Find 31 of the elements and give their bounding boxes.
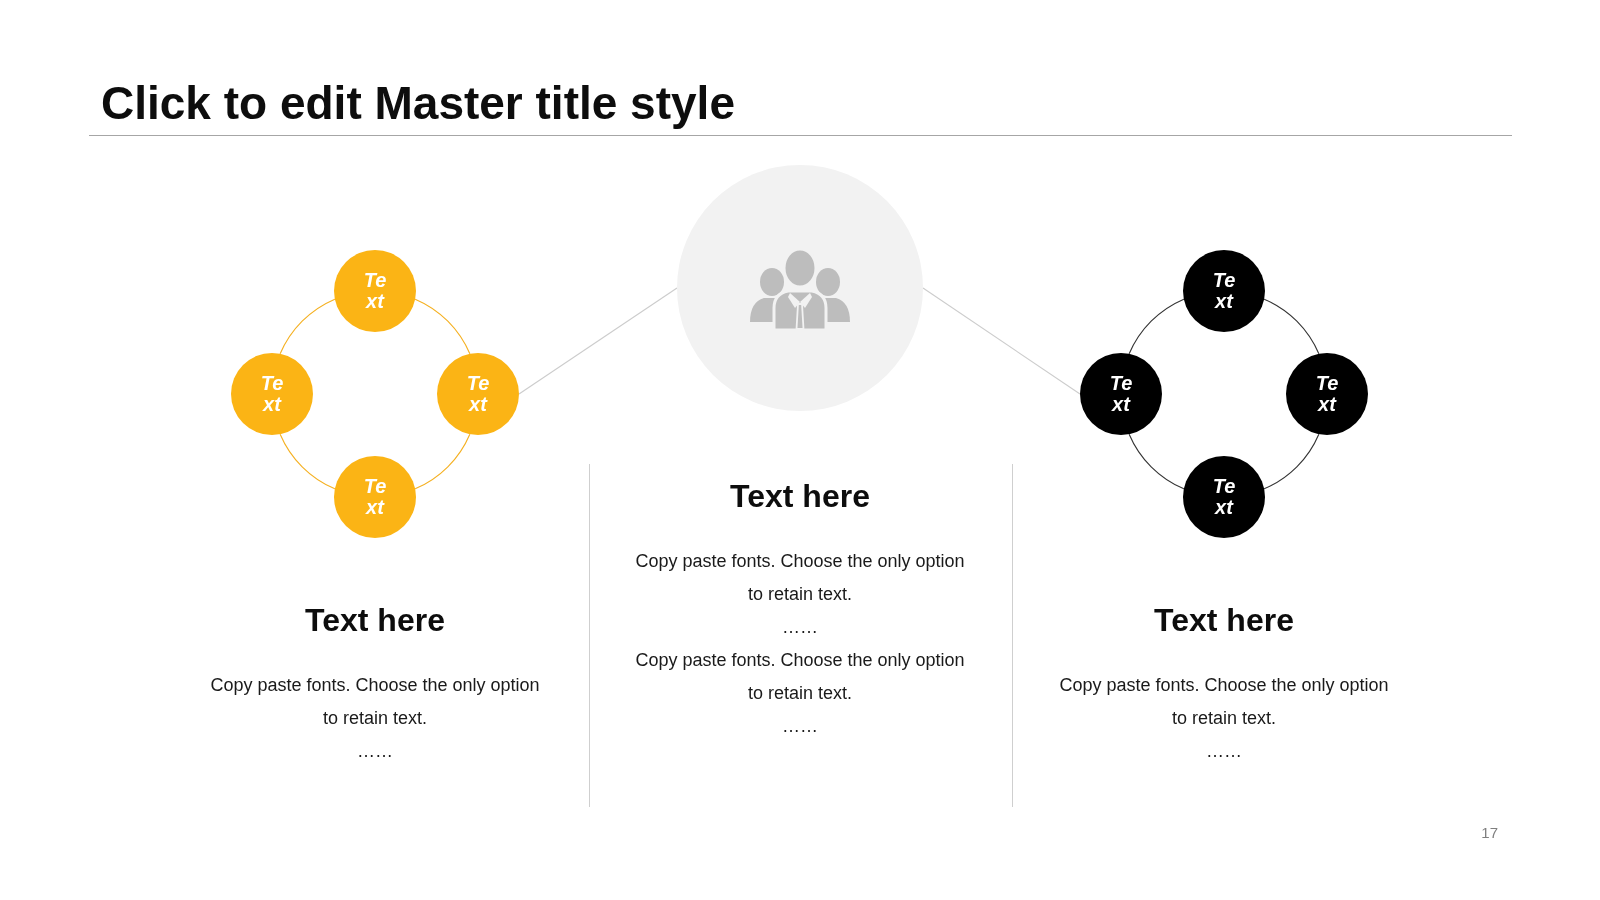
- connector-line: [922, 287, 1081, 395]
- ellipsis-text: ……: [782, 616, 818, 639]
- ellipsis-text: ……: [1206, 740, 1242, 763]
- connector-arc: [1128, 433, 1185, 490]
- node-label: Te xt: [362, 476, 388, 518]
- node-label: Te xt: [1211, 270, 1237, 312]
- connector-arc: [414, 433, 471, 490]
- body-text: Copy paste fonts. Choose the only option to retain text.: [209, 674, 541, 730]
- node-label: Te xt: [1108, 373, 1134, 415]
- body-text: Copy paste fonts. Choose the only option to retain text.: [634, 550, 966, 606]
- node-label: Te xt: [465, 373, 491, 415]
- body-text: Copy paste fonts. Choose the only option to retain text.: [1058, 674, 1390, 730]
- node-label: Te xt: [1211, 476, 1237, 518]
- connector-line: [518, 287, 678, 395]
- column-heading: Text here: [730, 477, 870, 515]
- node-label: Te xt: [362, 270, 388, 312]
- node-label: Te xt: [1314, 373, 1340, 415]
- page-number: 17: [1481, 823, 1498, 843]
- ellipsis-text: ……: [357, 740, 393, 763]
- connector-arc: [279, 298, 336, 355]
- column-heading: Text here: [305, 601, 445, 639]
- connector-arc: [1263, 433, 1320, 490]
- connector-arc: [414, 298, 471, 355]
- node-label: Te xt: [259, 373, 285, 415]
- connector-arc: [279, 433, 336, 490]
- connector-arc: [1128, 298, 1185, 355]
- connector-arc: [1263, 298, 1320, 355]
- column-heading: Text here: [1154, 601, 1294, 639]
- ellipsis-text: ……: [782, 715, 818, 738]
- slide-title: Click to edit Master title style: [101, 76, 735, 131]
- body-text: Copy paste fonts. Choose the only option to retain text.: [634, 649, 966, 705]
